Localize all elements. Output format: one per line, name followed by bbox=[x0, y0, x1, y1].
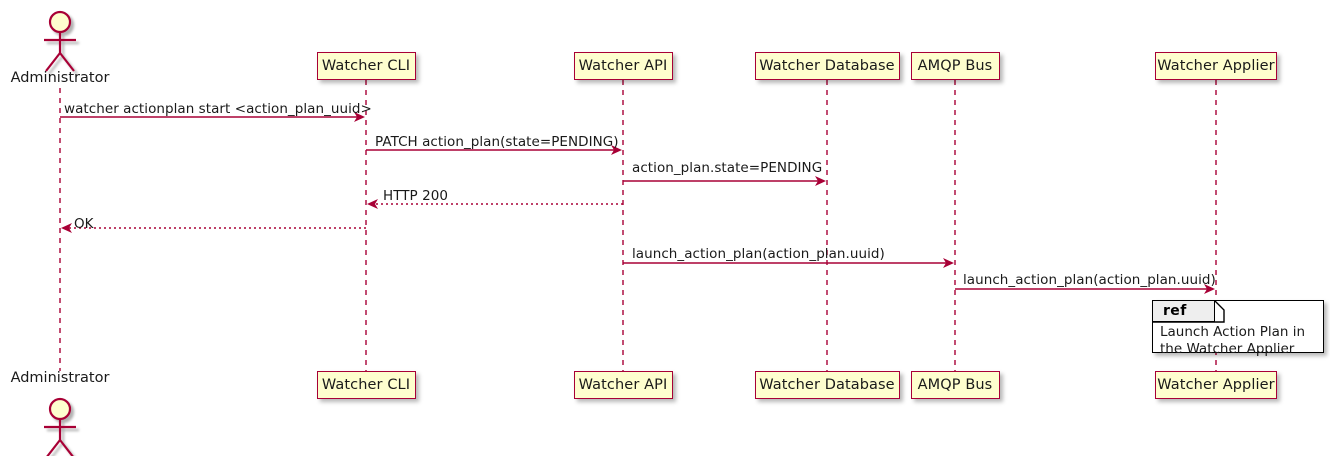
participant-box-watcher-api-top[interactable]: Watcher API bbox=[573, 52, 673, 80]
participant-label-administrator-bottom: Administrator bbox=[10, 370, 110, 386]
participant-label-administrator-top: Administrator bbox=[10, 70, 110, 86]
participant-box-watcher-database-top[interactable]: Watcher Database bbox=[754, 52, 900, 80]
ref-fragment-body-text: Launch Action Plan in the Watcher Applie… bbox=[1160, 324, 1306, 357]
participant-box-watcher-cli-top[interactable]: Watcher CLI bbox=[316, 52, 416, 80]
message-label-6: launch_action_plan(action_plan.uuid) bbox=[632, 246, 885, 262]
actor-figure-administrator-top bbox=[44, 10, 76, 72]
message-arrowhead-6 bbox=[943, 258, 954, 268]
participant-box-watcher-applier-top[interactable]: Watcher Applier bbox=[1155, 52, 1277, 80]
message-arrowhead-4 bbox=[367, 199, 378, 209]
participant-box-amqp-bus-top[interactable]: AMQP Bus bbox=[910, 52, 1000, 80]
actor-figure-administrator-bottom bbox=[44, 397, 76, 456]
message-label-7: launch_action_plan(action_plan.uuid) bbox=[963, 272, 1216, 288]
message-arrowhead-2 bbox=[611, 145, 622, 155]
ref-fragment-fold-corner bbox=[1153, 301, 1225, 323]
participant-box-amqp-bus-bottom[interactable]: AMQP Bus bbox=[910, 371, 1000, 399]
participant-box-watcher-database-bottom[interactable]: Watcher Database bbox=[754, 371, 900, 399]
message-label-2: PATCH action_plan(state=PENDING) bbox=[375, 134, 619, 150]
participant-box-watcher-applier-bottom[interactable]: Watcher Applier bbox=[1155, 371, 1277, 399]
participant-box-watcher-api-bottom[interactable]: Watcher API bbox=[573, 371, 673, 399]
actor-figures-group bbox=[44, 10, 76, 456]
message-arrowhead-1 bbox=[354, 112, 365, 122]
message-label-3: action_plan.state=PENDING bbox=[632, 160, 823, 176]
ref-fragment-frame: ref Launch Action Plan in the Watcher Ap… bbox=[1152, 300, 1324, 357]
message-arrowhead-5 bbox=[61, 223, 72, 233]
message-label-4: HTTP 200 bbox=[383, 188, 449, 204]
message-arrows-group bbox=[60, 112, 1215, 294]
lifelines-group bbox=[59, 80, 1217, 371]
message-arrowhead-7 bbox=[1204, 284, 1215, 294]
ref-fragment-operator-label: ref bbox=[1163, 303, 1187, 319]
message-label-5: OK bbox=[74, 216, 94, 232]
message-arrowhead-3 bbox=[815, 176, 826, 186]
participant-box-watcher-cli-bottom[interactable]: Watcher CLI bbox=[316, 371, 416, 399]
message-label-1: watcher actionplan start <action_plan_uu… bbox=[64, 101, 372, 117]
